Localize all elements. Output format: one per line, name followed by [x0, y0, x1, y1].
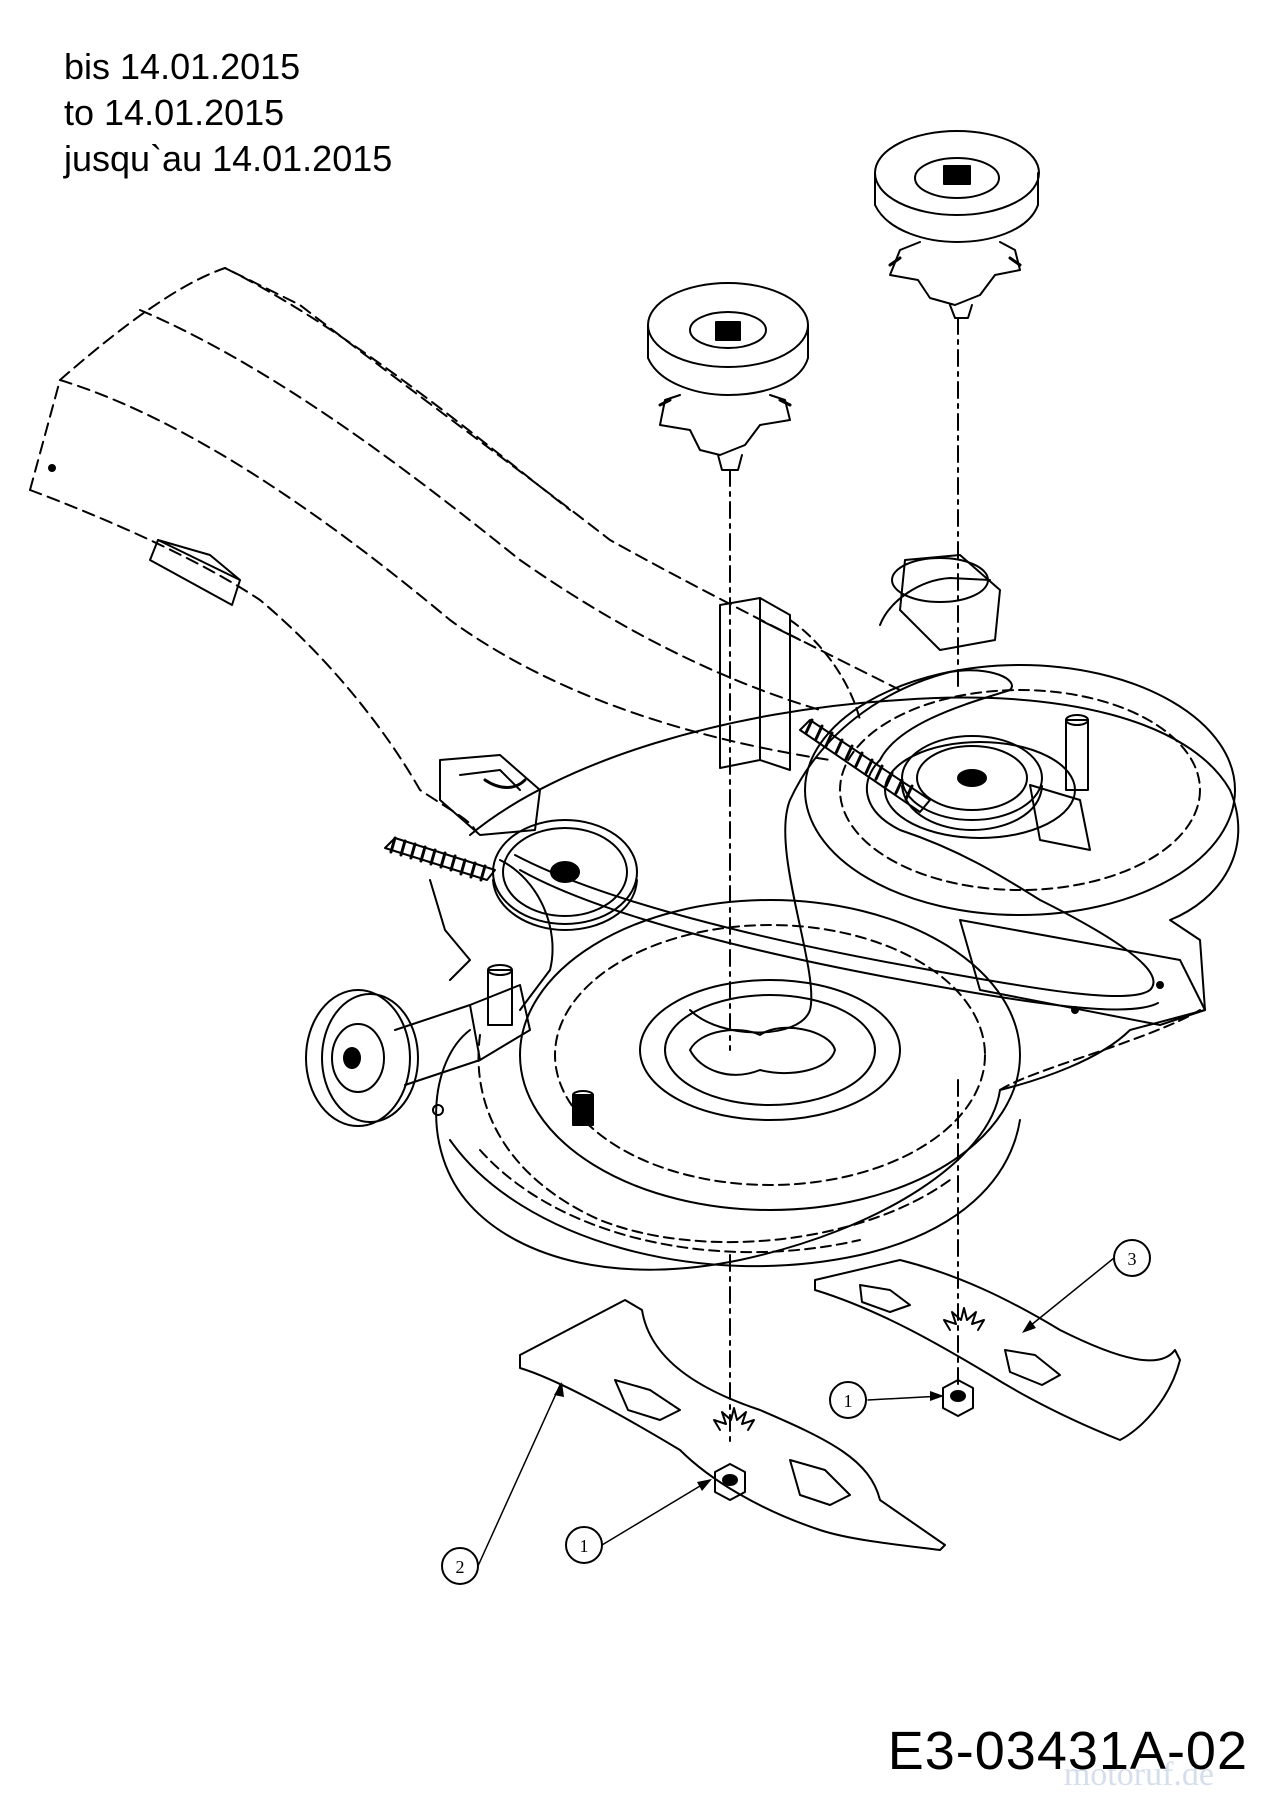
- callout-leaders: [477, 1257, 1115, 1567]
- callout-circle-blade-left: [441, 1547, 479, 1585]
- left-idler-pulley: [492, 819, 638, 931]
- callout-arrowheads: [554, 1320, 1036, 1491]
- mower-deck: [435, 664, 1240, 1271]
- blade-left: [519, 1299, 946, 1551]
- blade-right: [814, 1259, 1181, 1441]
- callout-circle-nut-upper: [829, 1381, 867, 1419]
- right-tension-spring: [799, 718, 931, 813]
- grease-fitting: [572, 1090, 594, 1126]
- callout-label-blade-right: 3: [1128, 1249, 1137, 1269]
- right-post: [1029, 714, 1091, 851]
- spindle-right: [874, 130, 1040, 319]
- callout-label-blade-left: 2: [456, 1557, 465, 1577]
- revision-note-de: bis 14.01.2015: [64, 46, 301, 87]
- wheel-post: [487, 859, 554, 1026]
- left-bracket: [429, 754, 541, 981]
- callout-label-nut-upper: 1: [844, 1391, 853, 1411]
- revision-note: bis 14.01.2015 to 14.01.2015 jusqu`au 14…: [64, 44, 392, 182]
- callout-circle-blade-right: [1113, 1239, 1151, 1277]
- discharge-chute: [29, 267, 901, 831]
- idler-bracket: [719, 554, 1001, 771]
- watermark-logo: motoruf.de: [1063, 1756, 1214, 1793]
- revision-note-en: to 14.01.2015: [64, 92, 285, 133]
- spindle-left: [647, 282, 809, 471]
- callout-circle-nut-lower: [565, 1526, 603, 1564]
- revision-note-fr: jusqu`au 14.01.2015: [64, 138, 393, 179]
- blade-nut-upper: [942, 1379, 974, 1417]
- callout-label-nut-lower: 1: [580, 1536, 589, 1556]
- assembly-lines: [729, 317, 959, 1446]
- right-deck-pulley: [901, 735, 1043, 831]
- left-tension-spring: [384, 836, 496, 882]
- gauge-wheel: [305, 984, 531, 1127]
- diagram-code: E3-03431A-02: [887, 1721, 1248, 1781]
- blade-nut-lower: [714, 1463, 746, 1501]
